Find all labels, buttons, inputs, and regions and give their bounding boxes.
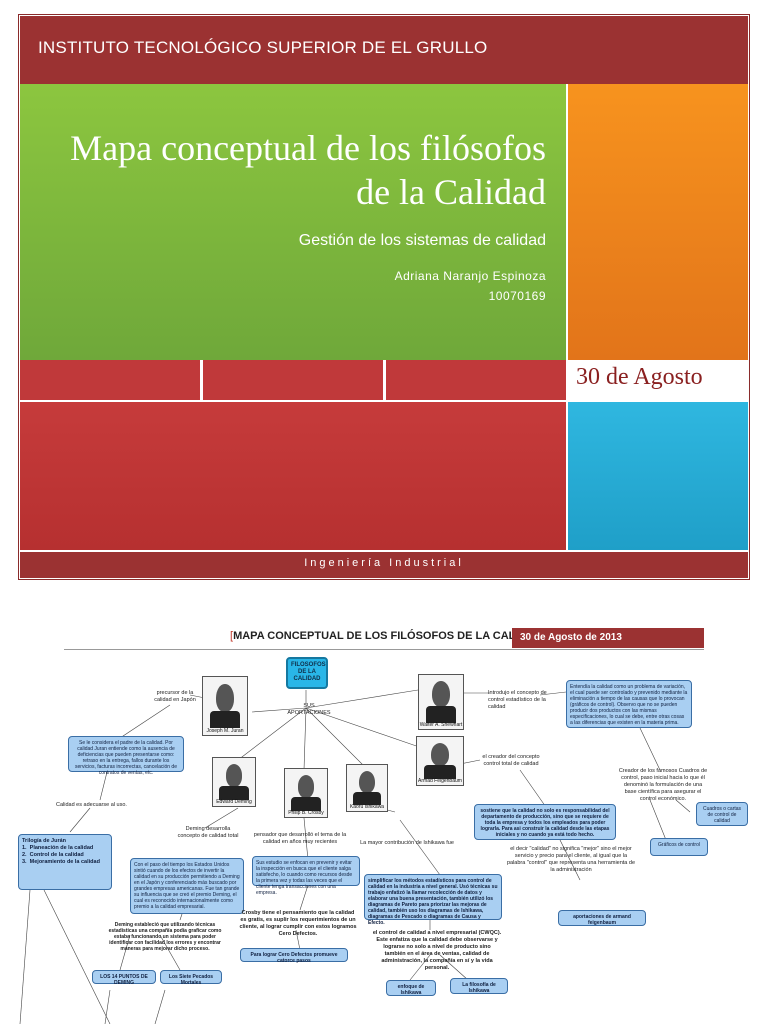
sus-aportaciones-label: SUS APORTACIONES	[287, 703, 331, 716]
deming-portrait: Edward Deming	[212, 757, 256, 807]
deming-14-points-box: LOS 14 PUNTOS DE DEMING	[92, 970, 156, 986]
feigenbaum-aportaciones-box: aportaciones de armand feigenbaum	[558, 910, 646, 926]
deming-stats-text: Deming estableció que utilizando técnica…	[108, 922, 222, 952]
title-line-1: Mapa conceptual de los filósofos	[70, 128, 546, 168]
author-name: Adriana Naranjo Espinoza	[394, 269, 546, 283]
root-node: FILOSOFOS DE LA CALIDAD	[286, 657, 328, 689]
calidad-mejor-label: el decir "calidad" no significa "mejor" …	[506, 846, 636, 873]
feigenbaum-creator-label: el creador del concepto control total de…	[482, 754, 540, 767]
cyan-panel	[568, 402, 748, 550]
shewhart-portrait: Walter A. Shewhart	[418, 674, 464, 730]
map-header-title: [MAPA CONCEPTUAL DE LOS FILÓSOFOS DE LA …	[230, 630, 545, 642]
deming-concept-label: Deming desarrolla concepto de calidad to…	[177, 826, 239, 839]
trilogia-title: Trilogía de Jurán	[22, 838, 67, 844]
crosby-thinker-label: pensador que desarrolló el tema de la ca…	[253, 832, 347, 845]
feigenbaum-responsibility-box: sostiene que la calidad no solo es respo…	[474, 804, 616, 840]
shewhart-name: Walter A. Shewhart	[419, 722, 463, 728]
orange-panel	[568, 84, 748, 360]
career-name: Ingeniería Industrial	[304, 557, 464, 569]
feigenbaum-portrait: Armad Feigenbaum	[416, 736, 464, 786]
career-banner: Ingeniería Industrial	[20, 552, 748, 578]
crosby-steps-box: Para lograr Cero Defectos promueve cator…	[240, 948, 348, 964]
deming-7-sins-box: Los Siete Pecados Mortales	[160, 970, 222, 986]
red-cell-2	[203, 360, 383, 400]
trilogia-juran-box: Trilogía de Jurán 1. Planeación de la ca…	[18, 834, 112, 890]
juran-portrait: Joseph M. Juran	[202, 676, 248, 736]
creador-cuadros-label: Creador de los famosos Cuadros de contro…	[618, 768, 708, 802]
ishikawa-methods-box: simplificar los métodos estadísticos par…	[364, 874, 502, 926]
crosby-portrait: Philip B. Crosby	[284, 768, 328, 818]
ishikawa-name: Kaoru Ishikawa	[349, 804, 385, 810]
institute-name: INSTITUTO TECNOLÓGICO SUPERIOR DE EL GRU…	[38, 38, 488, 57]
deming-history-box: Con el paso del tiempo los Estados Unido…	[130, 858, 244, 914]
feigenbaum-name: Armad Feigenbaum	[418, 778, 462, 784]
deming-name: Edward Deming	[216, 799, 252, 805]
cuadros-control-box: Cuadros o cartas de control de calidad	[696, 802, 748, 826]
calidad-uso-label: Calidad es adecuarse al uso.	[56, 802, 127, 808]
juran-definition-box: Se le considera el padre de la calidad. …	[68, 736, 184, 776]
red-cell-1	[20, 360, 200, 400]
ishikawa-portrait: Kaoru Ishikawa	[346, 764, 388, 812]
cover-date: 30 de Agosto	[576, 364, 703, 390]
graficos-control-box: Gráficos de control	[650, 838, 708, 856]
crosby-zero-defects-text: Crosby tiene el pensamiento que la calid…	[239, 910, 357, 937]
ishikawa-contribution-label: La mayor contribución de Ishikawa fue	[360, 840, 454, 846]
institute-banner: INSTITUTO TECNOLÓGICO SUPERIOR DE EL GRU…	[20, 16, 748, 84]
student-id: 10070169	[488, 289, 546, 303]
crosby-name: Philip B. Crosby	[288, 810, 324, 816]
shewhart-variation-box: Entendía la calidad como un problema de …	[566, 680, 692, 728]
trilogia-item-3: 3. Mejoramiento de la calidad	[22, 859, 100, 865]
date-cell: 30 de Agosto	[568, 360, 748, 400]
document-subtitle: Gestión de los sistemas de calidad	[298, 232, 546, 249]
document-title: Mapa conceptual de los filósofos de la C…	[46, 126, 546, 214]
map-header-text: MAPA CONCEPTUAL DE LOS FILÓSOFOS DE LA C…	[233, 630, 543, 642]
precursor-label: precursor de la calidad en Japón	[154, 690, 196, 703]
map-header-date: 30 de Agosto de 2013	[512, 628, 704, 648]
red-panel	[20, 402, 566, 550]
trilogia-item-2: 2. Control de la calidad	[22, 852, 84, 858]
red-cell-3	[386, 360, 566, 400]
crosby-study-box: Sus estudio se enfocan en prevenir y evi…	[252, 856, 360, 896]
title-panel: Mapa conceptual de los filósofos de la C…	[20, 84, 566, 360]
filosofia-ishikawa-box: La filosofía de Ishikawa	[450, 978, 508, 994]
trilogia-item-1: 1. Planeación de la calidad	[22, 845, 94, 851]
ishikawa-cwqc-text: el control de calidad a nivel empresaria…	[372, 930, 502, 971]
header-divider	[64, 649, 704, 650]
title-line-2: de la Calidad	[356, 172, 546, 212]
enfoque-ishikawa-box: enfoque de Ishikawa	[386, 980, 436, 996]
author-block: Adriana Naranjo Espinoza 10070169	[395, 266, 546, 306]
juran-name: Joseph M. Juran	[206, 728, 244, 734]
shewhart-intro-label: Introdujo el concepto de control estadís…	[488, 690, 547, 710]
